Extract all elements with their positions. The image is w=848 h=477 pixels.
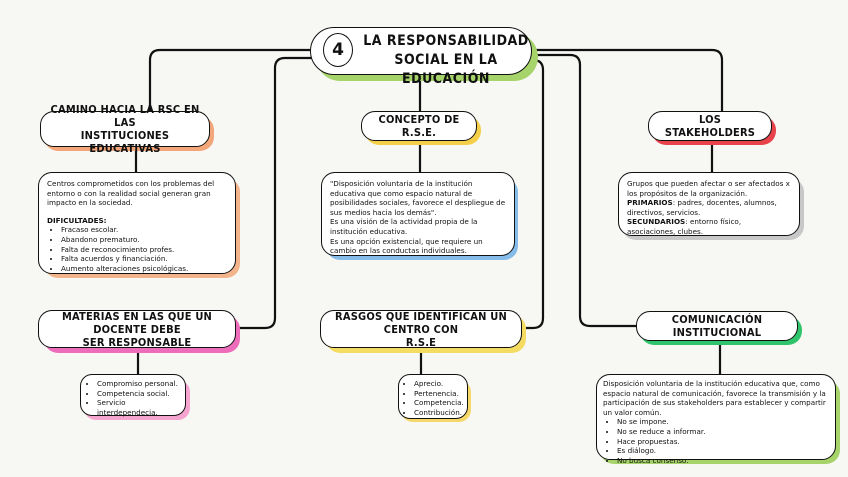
- list-item: No busca consenso.: [617, 456, 829, 466]
- rasgos-list-box: Aprecio. Pertenencia. Competencia. Contr…: [398, 374, 468, 419]
- list-item: Competencia.: [414, 398, 464, 408]
- list-item: Abandono prematuro.: [61, 235, 227, 245]
- concepto-heading: CONCEPTO DE R.S.E.: [361, 111, 477, 141]
- camino-text: Centros comprometidos con los problemas …: [47, 179, 215, 208]
- list-item: Competencia social.: [97, 389, 181, 399]
- stakeholders-text-box: Grupos que pueden afectar o ser afectado…: [618, 172, 800, 236]
- dificultades-label: DIFICULTADES:: [47, 215, 107, 225]
- list-item: Aprecio.: [414, 379, 464, 389]
- materias-heading-line-2: SER RESPONSABLE: [82, 335, 192, 349]
- concepto-text-box: "Disposición voluntaria de la institució…: [321, 172, 515, 256]
- secundarios-text: : entorno físico, asociaciones, clubes.: [627, 217, 742, 236]
- camino-text-box: Centros comprometidos con los problemas …: [38, 172, 236, 274]
- title-line-2: SOCIAL EN LA EDUCACIÓN: [394, 52, 498, 87]
- secundarios-label: SECUNDARIOS: [627, 217, 686, 227]
- dificultades-list: Fracaso escolar. Abandono prematuro. Fal…: [47, 225, 227, 273]
- primarios-text: : padres, docentes, alumnos, directivos,…: [627, 198, 777, 217]
- concepto-heading-text: CONCEPTO DE R.S.E.: [378, 113, 460, 139]
- list-item: Aumento alteraciones psicológicas.: [61, 264, 227, 274]
- list-item: Servicio interdependecia.: [97, 398, 181, 417]
- concepto-text-2: Es una visión de la actividad propia de …: [330, 217, 478, 236]
- stakeholders-text: Grupos que pueden afectar o ser afectado…: [627, 179, 790, 198]
- primarios-label: PRIMARIOS: [627, 198, 673, 208]
- concepto-quote: "Disposición voluntaria de la institució…: [330, 179, 506, 217]
- title-text: LA RESPONSABILIDAD SOCIAL EN LA EDUCACIÓ…: [361, 32, 531, 89]
- primarios-line: PRIMARIOS: padres, docentes, alumnos, di…: [627, 198, 791, 217]
- secundarios-line: SECUNDARIOS: entorno físico, asociacione…: [627, 217, 791, 236]
- list-item: No se impone.: [617, 417, 829, 427]
- comunicacion-text: Disposición voluntaria de la institución…: [603, 379, 826, 417]
- list-item: Falta acuerdos y financiación.: [61, 254, 227, 264]
- materias-list-box: Compromiso personal. Competencia social.…: [80, 374, 186, 417]
- list-item: Es diálogo.: [617, 446, 829, 456]
- rasgos-heading-line-2: R.S.E: [405, 335, 437, 349]
- stakeholders-heading-text: LOS STAKEHOLDERS: [664, 113, 756, 139]
- concepto-text-3: Es una opción existencial, que requiere …: [330, 236, 483, 256]
- materias-list: Compromiso personal. Competencia social.…: [85, 379, 181, 417]
- comunicacion-text-box: Disposición voluntaria de la institución…: [596, 374, 836, 465]
- comunicacion-list: No se impone. No se reduce a informar. H…: [603, 417, 829, 465]
- list-item: Contribución.: [414, 408, 464, 418]
- camino-heading-line-2: INSTITUCIONES EDUCATIVAS: [80, 129, 170, 155]
- list-item: Falta de reconocimiento profes.: [61, 245, 227, 255]
- title-number: 4: [323, 33, 353, 67]
- rasgos-heading-line-1: RASGOS QUE IDENTIFICAN UN CENTRO CON: [335, 309, 507, 336]
- list-item: Pertenencia.: [414, 389, 464, 399]
- main-title: 4 LA RESPONSABILIDAD SOCIAL EN LA EDUCAC…: [310, 27, 532, 87]
- stakeholders-heading: LOS STAKEHOLDERS: [648, 111, 772, 141]
- comunicacion-heading-text: COMUNICACIÓN INSTITUCIONAL: [671, 313, 763, 339]
- list-item: No se reduce a informar.: [617, 427, 829, 437]
- materias-heading-line-1: MATERIAS EN LAS QUE UN DOCENTE DEBE: [61, 309, 213, 336]
- list-item: Compromiso personal.: [97, 379, 181, 389]
- list-item: Hace propuestas.: [617, 437, 829, 447]
- camino-heading-line-1: CAMINO HACIA LA RSC EN LAS: [50, 103, 200, 129]
- title-line-1: LA RESPONSABILIDAD: [363, 33, 529, 49]
- list-item: Fracaso escolar.: [61, 225, 227, 235]
- rasgos-list: Aprecio. Pertenencia. Competencia. Contr…: [402, 379, 464, 417]
- comunicacion-heading: COMUNICACIÓN INSTITUCIONAL: [636, 311, 798, 341]
